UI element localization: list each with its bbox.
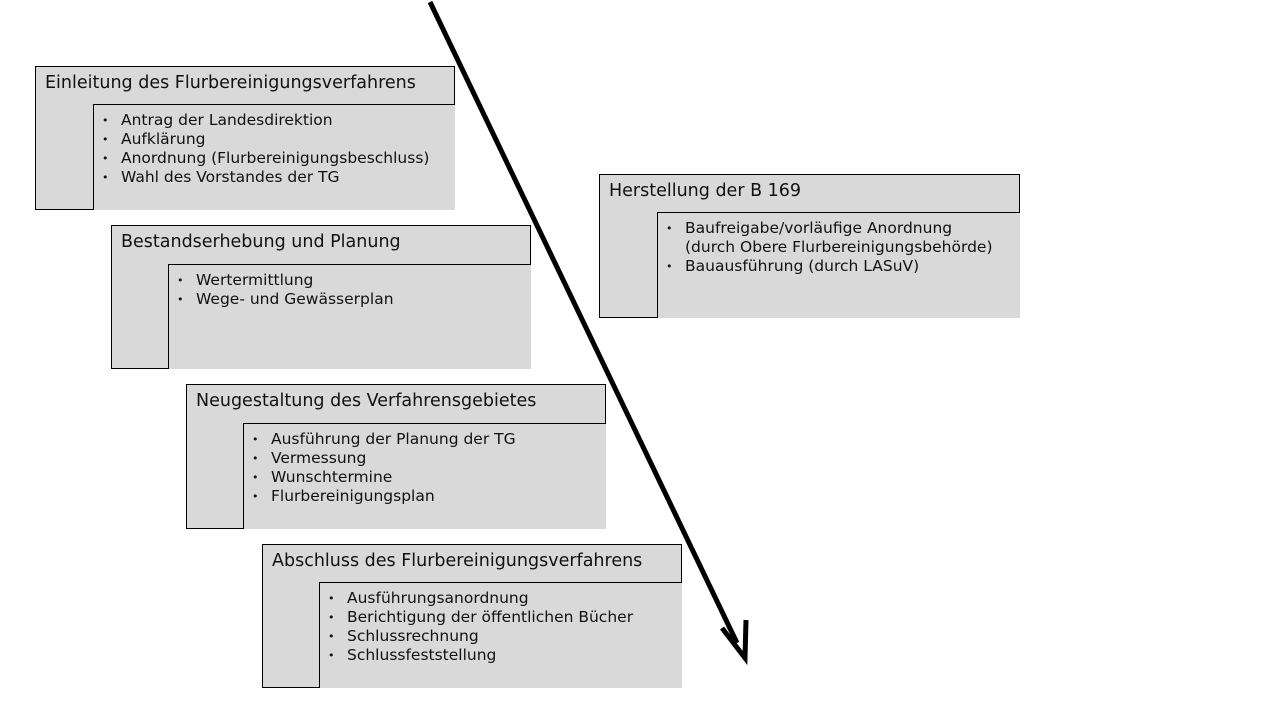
- step-details: Baufreigabe/vorläufige Anordnung (durch …: [657, 212, 1020, 318]
- list-item: Baufreigabe/vorläufige Anordnung (durch …: [666, 219, 1020, 257]
- step-details: Wertermittlung Wege- und Gewässerplan: [168, 264, 531, 369]
- list-item: Bauausführung (durch LASuV): [666, 257, 1020, 276]
- list-item: Schlussfeststellung: [328, 646, 682, 665]
- list-item: Berichtigung der öffentlichen Bücher: [328, 608, 682, 627]
- list-item: Ausführung der Planung der TG: [252, 430, 606, 449]
- arrow-head-icon: [720, 619, 749, 666]
- step-item-list: Ausführungsanordnung Berichtigung der öf…: [320, 583, 682, 665]
- list-item: Wege- und Gewässerplan: [177, 290, 531, 309]
- step-title: Abschluss des Flurbereinigungsverfahrens: [272, 551, 643, 571]
- list-item: Vermessung: [252, 449, 606, 468]
- step-item-list: Baufreigabe/vorläufige Anordnung (durch …: [658, 213, 1020, 276]
- step-details: Ausführungsanordnung Berichtigung der öf…: [319, 582, 682, 688]
- step-details: Ausführung der Planung der TG Vermessung…: [243, 423, 606, 529]
- list-item: Antrag der Landesdirektion: [102, 111, 455, 130]
- step-box-bestandserhebung: Bestandserhebung und Planung Wertermittl…: [111, 225, 531, 369]
- step-item-list: Wertermittlung Wege- und Gewässerplan: [169, 265, 531, 309]
- step-title: Herstellung der B 169: [609, 181, 802, 201]
- list-item: Wunschtermine: [252, 468, 606, 487]
- list-item: Wertermittlung: [177, 271, 531, 290]
- step-title: Neugestaltung des Verfahrensgebietes: [196, 391, 537, 411]
- list-item: Flurbereinigungsplan: [252, 487, 606, 506]
- step-title: Einleitung des Flurbereinigungsverfahren…: [45, 73, 416, 93]
- list-item: Schlussrechnung: [328, 627, 682, 646]
- list-item: Aufklärung: [102, 130, 455, 149]
- step-box-abschluss: Abschluss des Flurbereinigungsverfahrens…: [262, 544, 682, 688]
- list-item: Ausführungsanordnung: [328, 589, 682, 608]
- step-item-list: Ausführung der Planung der TG Vermessung…: [244, 424, 606, 506]
- step-box-herstellung-b169: Herstellung der B 169 Baufreigabe/vorläu…: [599, 174, 1020, 318]
- list-item: Anordnung (Flurbereinigungsbeschluss): [102, 149, 455, 168]
- list-item: Wahl des Vorstandes der TG: [102, 168, 455, 187]
- step-box-einleitung: Einleitung des Flurbereinigungsverfahren…: [35, 66, 455, 210]
- step-details: Antrag der Landesdirektion Aufklärung An…: [93, 104, 455, 210]
- step-title: Bestandserhebung und Planung: [121, 232, 401, 252]
- step-box-neugestaltung: Neugestaltung des Verfahrensgebietes Aus…: [186, 384, 606, 529]
- step-item-list: Antrag der Landesdirektion Aufklärung An…: [94, 105, 455, 187]
